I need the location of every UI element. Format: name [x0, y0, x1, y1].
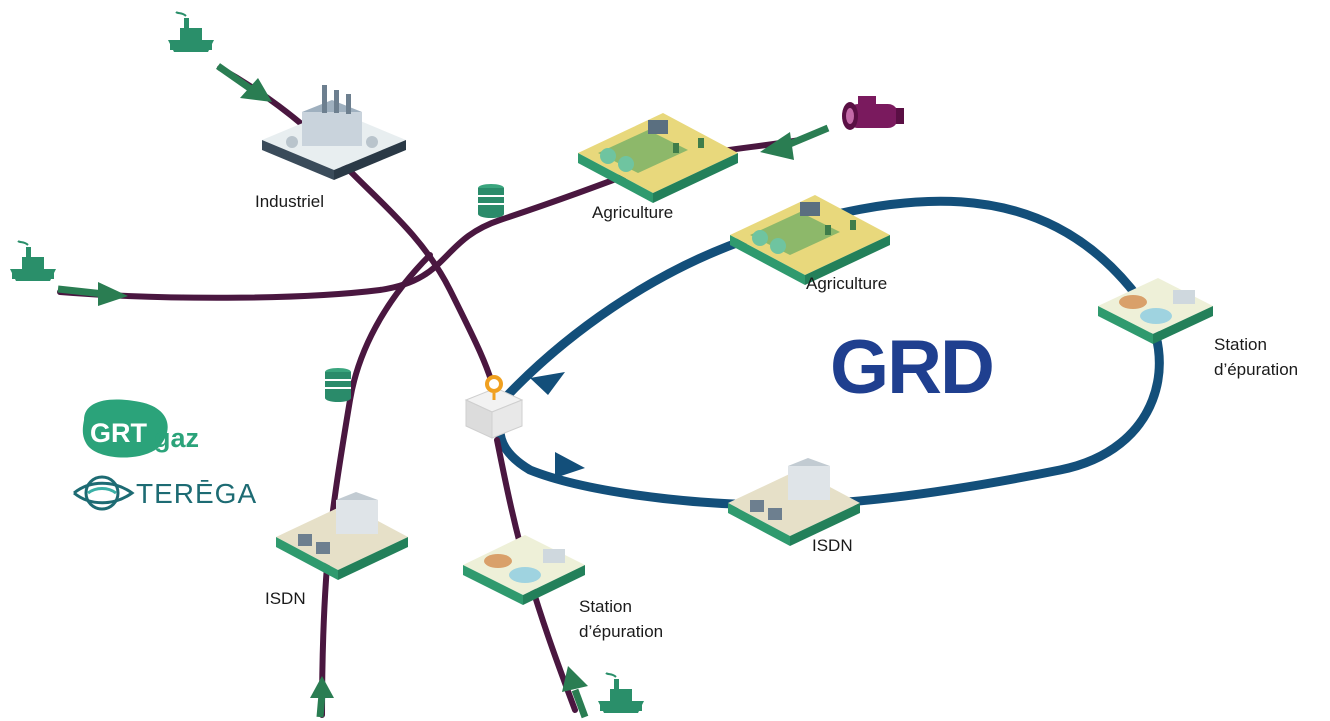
- meter-station-icon: [464, 375, 524, 439]
- grd-logo: GRD: [830, 325, 995, 410]
- water-treatment-icon: [463, 535, 585, 605]
- grtgaz-logo-grt: GRT: [90, 418, 148, 448]
- grtgaz-logo: GRT gaz: [82, 399, 199, 458]
- pipe-import-icon: [842, 96, 904, 130]
- label-station-right-line1: Station: [1214, 335, 1267, 354]
- farm-icon: [730, 195, 890, 285]
- storage-tank-icon: [478, 184, 504, 218]
- injection-arrows: [57, 63, 830, 719]
- transport-pipe-southwest: [319, 252, 433, 718]
- label-agriculture-mid: Agriculture: [806, 274, 887, 293]
- water-treatment-icon: [1098, 278, 1213, 344]
- label-agriculture-top: Agriculture: [592, 203, 673, 222]
- label-station-right-line2: d’épuration: [1214, 360, 1298, 379]
- arrow-bottom-left: [310, 676, 334, 718]
- flow-arrow-distribution-2: [555, 452, 585, 478]
- ship-icon: [168, 11, 214, 52]
- terega-logo-text: TERĒGA: [136, 478, 257, 509]
- landfill-icon: [276, 492, 408, 580]
- terega-emblem-icon: [73, 475, 135, 511]
- label-station-bottom-line1: Station: [579, 597, 632, 616]
- storage-tank-icon: [325, 368, 351, 402]
- arrow-bottom-right: [562, 666, 589, 719]
- grd-logo-text: GRD: [830, 325, 993, 410]
- label-isdn-right: ISDN: [812, 536, 853, 555]
- arrow-left: [57, 282, 128, 306]
- label-isdn-left: ISDN: [265, 589, 306, 608]
- site-labels: Industriel Agriculture Agriculture Stati…: [255, 192, 1298, 641]
- label-station-bottom-line2: d’épuration: [579, 622, 663, 641]
- ship-icon: [10, 240, 56, 281]
- terega-logo: TERĒGA: [73, 475, 257, 511]
- landfill-icon: [728, 458, 860, 546]
- factory-icon: [262, 85, 406, 180]
- grtgaz-logo-gaz: gaz: [154, 423, 199, 453]
- farm-icon: [578, 113, 738, 203]
- arrow-top-left: [215, 63, 272, 102]
- transport-pipe-industrial: [217, 65, 498, 398]
- flow-arrow-distribution-1: [530, 372, 565, 395]
- arrow-top-right: [760, 124, 830, 160]
- ship-icon: [598, 672, 644, 713]
- label-industriel: Industriel: [255, 192, 324, 211]
